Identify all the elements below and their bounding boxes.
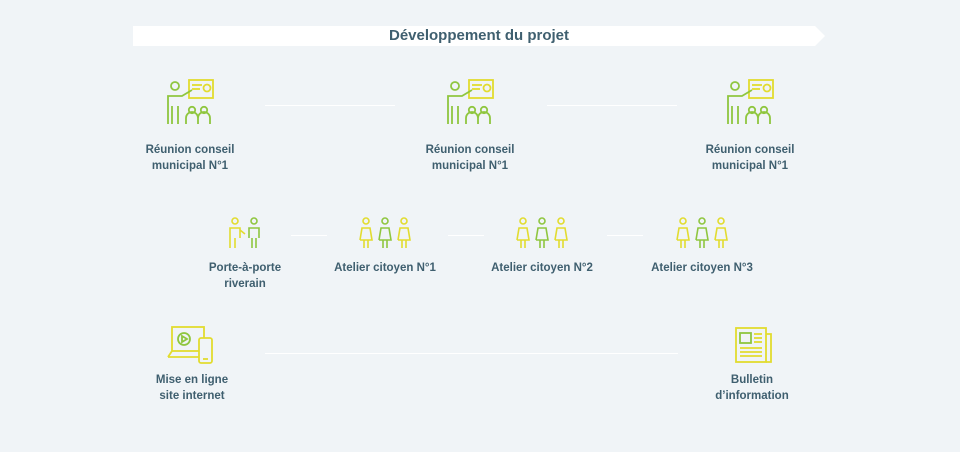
connector-row3	[265, 353, 678, 354]
workshop-label: Atelier citoyen N°1	[334, 262, 436, 274]
presentation-meeting-icon	[167, 79, 214, 124]
bulletin-label-line1: Bulletin	[730, 374, 774, 386]
website-label-line2: site internet	[159, 390, 225, 402]
banner-title: Développement du projet	[388, 27, 570, 44]
workshop-node-3: Atelier citoyen N°3	[637, 216, 767, 276]
meeting-label-line2: municipal N°1	[151, 160, 229, 172]
website-label-line1: Mise en ligne	[155, 374, 229, 386]
meeting-label-line1: Réunion conseil	[425, 144, 515, 156]
connector-row2-c	[607, 235, 643, 236]
meeting-node-2: Réunion conseil municipal N°1	[400, 76, 540, 174]
workshop-label: Atelier citoyen N°3	[651, 262, 753, 274]
three-people-icon	[516, 217, 568, 248]
connector-row2-b	[448, 235, 484, 236]
laptop-phone-icon	[167, 326, 213, 364]
three-people-icon	[676, 217, 728, 248]
door-to-door-label-line1: Porte-à-porte	[208, 262, 282, 274]
meeting-label-line2: municipal N°1	[431, 160, 509, 172]
newspaper-icon	[735, 327, 772, 363]
door-to-door-label-line2: riverain	[224, 278, 266, 290]
workshop-node-2: Atelier citoyen N°2	[477, 216, 607, 276]
bulletin-label-line2: d’information	[715, 390, 789, 402]
presentation-meeting-icon	[447, 79, 494, 124]
workshop-node-1: Atelier citoyen N°1	[320, 216, 450, 276]
connector-row2-a	[291, 235, 327, 236]
two-people-icon	[229, 217, 260, 248]
bulletin-node: Bulletin d’information	[682, 324, 822, 404]
three-people-icon	[359, 217, 411, 248]
meeting-label-line1: Réunion conseil	[705, 144, 795, 156]
presentation-meeting-icon	[727, 79, 774, 124]
connector-row1-b	[547, 105, 677, 106]
meeting-node-3: Réunion conseil municipal N°1	[680, 76, 820, 174]
door-to-door-node: Porte-à-porte riverain	[190, 216, 300, 292]
website-node: Mise en ligne site internet	[122, 324, 262, 404]
banner-arrow-shape	[133, 26, 825, 46]
workshop-label: Atelier citoyen N°2	[491, 262, 593, 274]
meeting-node-1: Réunion conseil municipal N°1	[120, 76, 260, 174]
timeline-banner: Développement du projet	[133, 22, 825, 50]
meeting-label-line1: Réunion conseil	[145, 144, 235, 156]
meeting-label-line2: municipal N°1	[711, 160, 789, 172]
connector-row1-a	[265, 105, 395, 106]
